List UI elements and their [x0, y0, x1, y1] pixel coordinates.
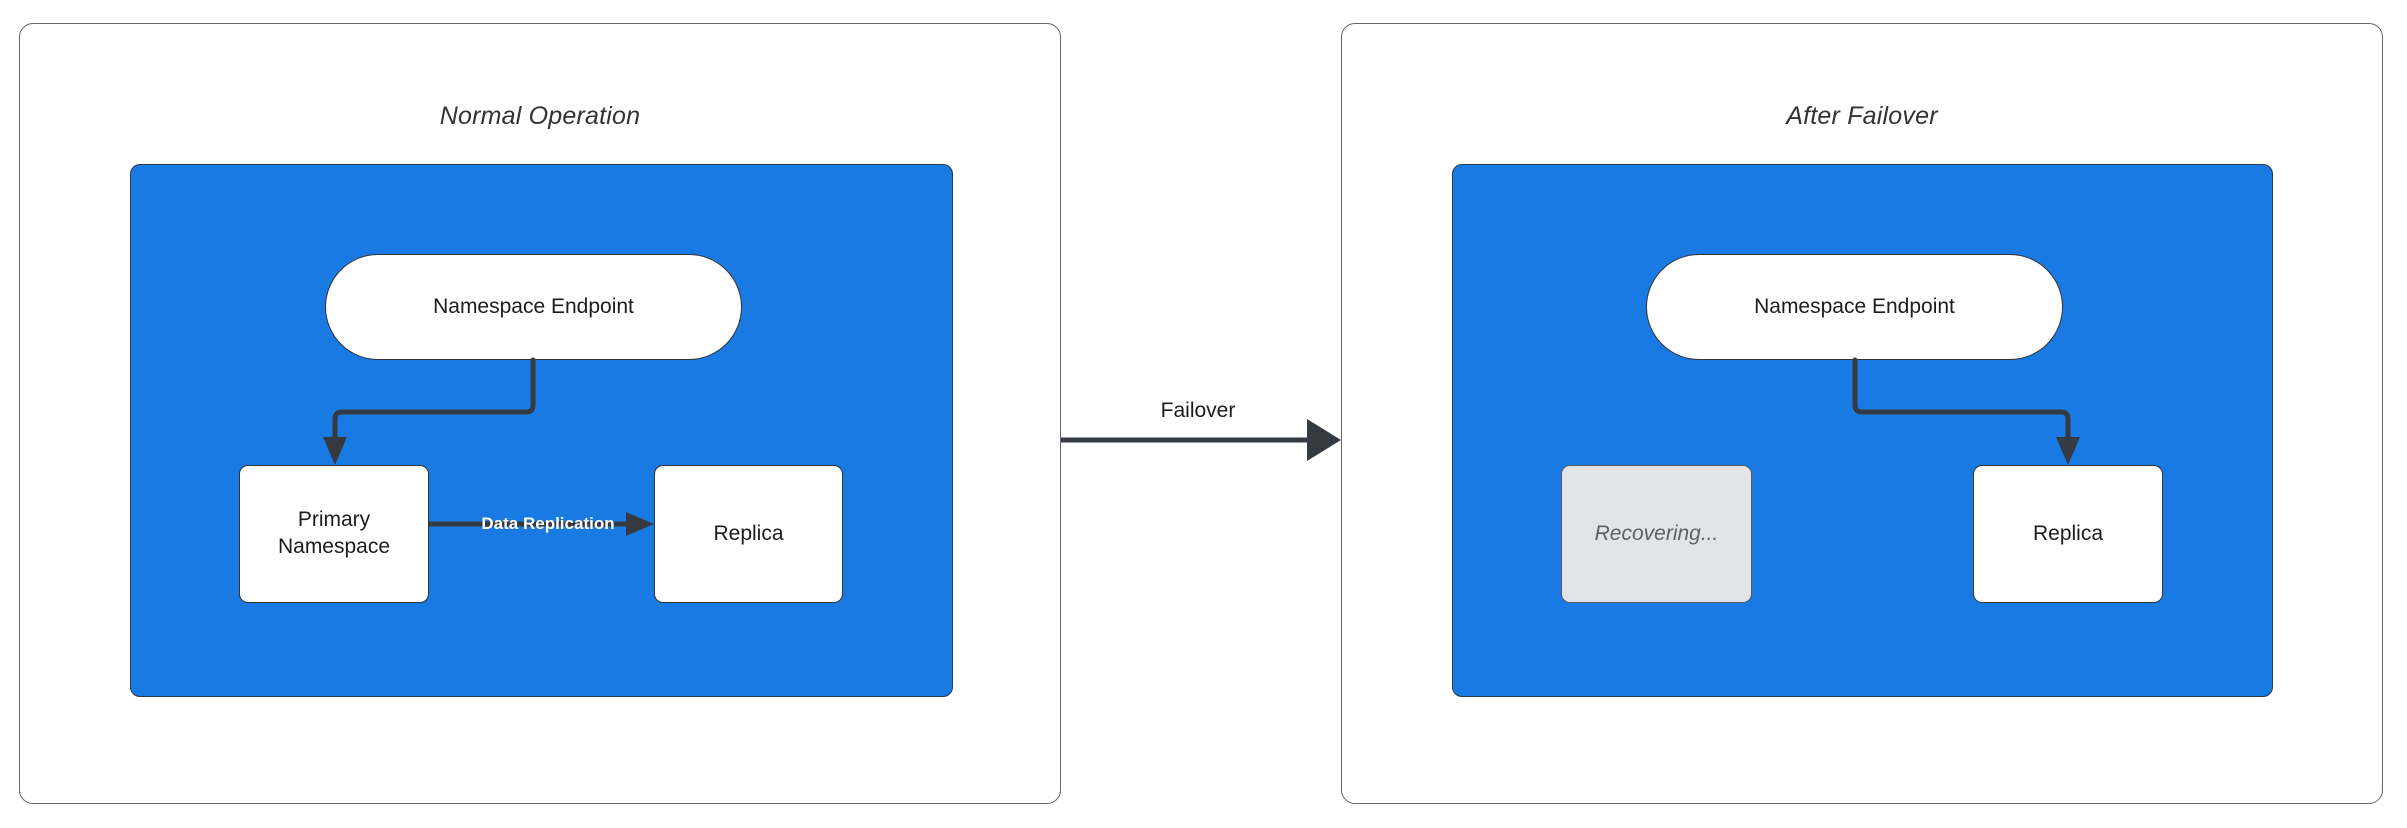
- node-label: Replica: [713, 521, 784, 545]
- panel-left-title: Normal Operation: [439, 102, 641, 130]
- availability-zone-left: [130, 164, 953, 697]
- node-namespace-endpoint-right[interactable]: Namespace Endpoint: [1646, 254, 2063, 360]
- node-label: Replica: [2032, 521, 2104, 545]
- availability-zone-right: [1452, 164, 2273, 697]
- node-label-line2: Namespace: [277, 535, 391, 558]
- panel-right-title: After Failover: [1786, 102, 1938, 130]
- node-label: Recovering...: [1594, 521, 1719, 545]
- node-label: Namespace Endpoint: [1754, 294, 1955, 318]
- node-primary-namespace[interactable]: Primary Namespace: [239, 465, 429, 603]
- node-namespace-endpoint-left[interactable]: Namespace Endpoint: [325, 254, 742, 360]
- arrowhead-failover: [1307, 419, 1341, 461]
- node-label: Primary Namespace: [278, 507, 390, 561]
- edge-label-failover: Failover: [1160, 399, 1236, 422]
- node-label-line1: Primary: [297, 508, 371, 532]
- node-label: Namespace Endpoint: [433, 294, 634, 318]
- node-replica-right[interactable]: Replica: [1973, 465, 2163, 603]
- node-recovering[interactable]: Recovering...: [1561, 465, 1752, 603]
- node-replica-left[interactable]: Replica: [654, 465, 843, 603]
- edge-label-data-replication: Data Replication: [481, 514, 615, 533]
